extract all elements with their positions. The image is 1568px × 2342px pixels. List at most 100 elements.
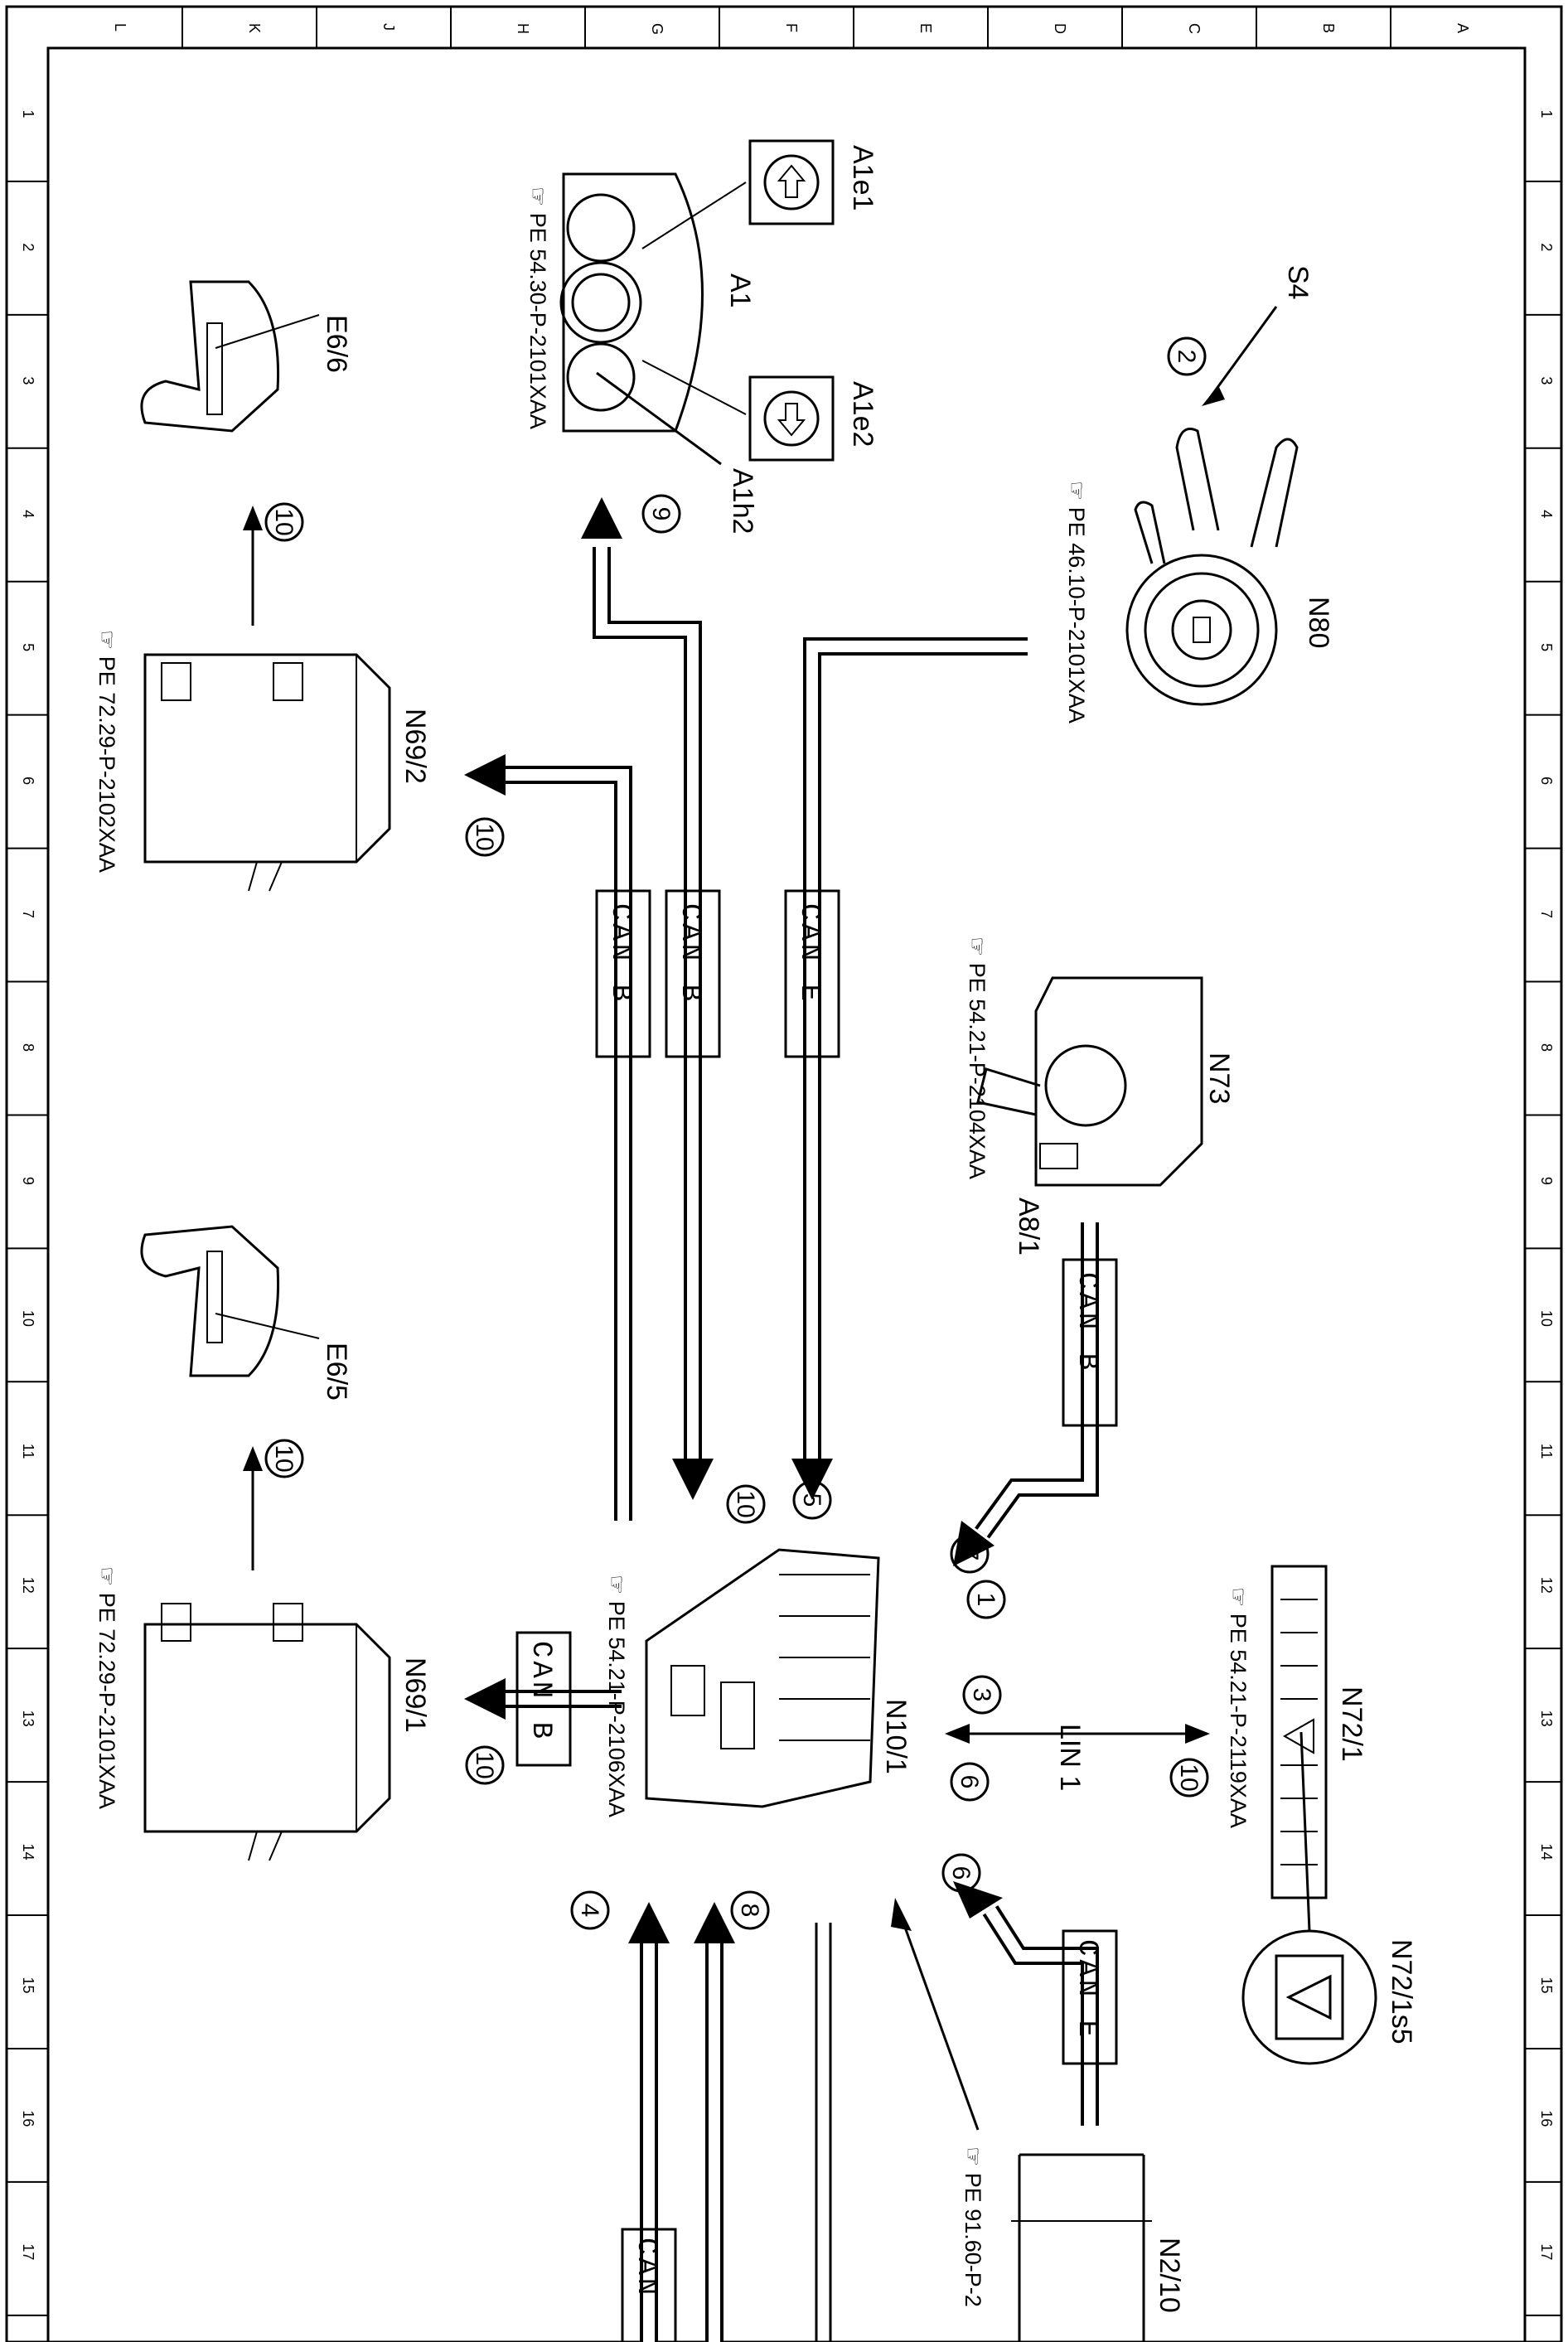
step-number: 6 [947,1866,975,1880]
a1-switch-unit [559,139,835,466]
can-label-bottom: CAN [621,2228,677,2342]
grid-number: 9 [20,1177,36,1185]
n2-10-module [1011,2153,1152,2342]
grid-number: 7 [1538,910,1555,918]
n73-ref: ☞ PE 54.21-P-2104XAA [965,936,990,1179]
grid-number: 3 [20,376,36,385]
n80-module [1125,428,1299,706]
step-marker: 10 [465,817,505,857]
step-marker: 6 [941,1853,981,1893]
grid-letter: F [783,23,800,32]
svg-text:CAN B: CAN B [604,903,636,1004]
grid-number: 10 [20,1310,36,1327]
grid-letter: B [1320,23,1337,33]
step-marker: 10 [726,1484,766,1524]
grid-letter: E [917,23,934,33]
step-number: 9 [647,507,675,521]
n69-1-ref: ☞ PE 72.29-P-2101XAA [94,1566,119,1809]
grid-number: 17 [1538,2243,1555,2260]
n10-1-sam-module [645,1548,880,1808]
grid-number: 10 [1538,1310,1555,1327]
can-label-e-lower: CAN E [1062,1929,1118,2065]
grid-number: 4 [20,510,36,518]
grid-number: 5 [1538,643,1555,651]
n69-2-label: N69/2 [399,709,431,784]
a8-1-label: A8/1 [1013,1198,1044,1256]
grid-number: 6 [20,777,36,785]
step-number: 7 [956,1547,983,1561]
grid-letter: H [515,23,531,34]
grid-number: 13 [20,1711,36,1727]
grid-number: 11 [20,1444,36,1459]
grid-letter: A [1454,23,1471,33]
step-marker: 10 [264,502,304,542]
n69-1-label: N69/1 [399,1657,431,1733]
step-number: 5 [798,1493,825,1507]
step-marker: 2 [1167,336,1207,376]
svg-text:CAN B: CAN B [525,1641,556,1742]
a1-label: A1 [724,273,756,308]
grid-number: 1 [1538,109,1555,118]
step-marker: 10 [264,1439,304,1478]
e6-6-label: E6/6 [321,315,352,373]
n72-1s5-hazard-button [1241,1929,1377,2065]
grid-number: 15 [20,1977,36,1993]
grid-letter: D [1052,23,1068,34]
grid-number: 1 [20,109,36,118]
n10-1-ref: ☞ PE 54.21-P-2106XAA [604,1575,629,1817]
grid-number: 14 [1538,1844,1555,1861]
grid-number: 2 [20,243,36,251]
step-marker: 3 [962,1675,1002,1715]
step-number: 1 [972,1593,999,1607]
grid-number: 3 [1538,376,1555,385]
grid-letter: K [246,23,263,33]
inner-frame [46,46,1527,2342]
a1h2-label: A1h2 [727,468,758,534]
n72-1-ref: ☞ PE 54.21-P-2119XAA [1226,1587,1251,1828]
lin1-label: LIN 1 [1054,1724,1086,1791]
step-marker: 6 [950,1762,990,1802]
grid-number: 17 [20,2243,36,2260]
grid-number: 9 [1538,1177,1555,1185]
grid-number: 6 [1538,777,1555,785]
step-markers: 2 9 10 10 10 10 10 5 7 1 3 6 6 4 8 10 [264,336,1209,1930]
n80-label: N80 [1303,597,1334,648]
e6-6-switch [140,280,320,433]
step-number: 4 [576,1904,603,1918]
e6-5-label: E6/5 [321,1343,352,1401]
wire-bottom-4 [628,1902,670,2342]
step-number: 10 [270,1444,298,1472]
grid-number: 14 [20,1844,36,1861]
svg-text:CAN E: CAN E [1071,1939,1102,2040]
step-number: 2 [1173,350,1200,364]
wire-can-b-a1 [581,497,714,1500]
n72-1-switch-panel [1270,1565,1328,1932]
grid-number: 5 [20,643,36,651]
step-number: 3 [968,1688,995,1702]
grid-number: 2 [1538,243,1555,251]
grid-number: 4 [1538,510,1555,518]
wire-bottom-8 [694,1902,735,2342]
step-marker: 10 [1169,1758,1209,1798]
wire-can-e-n2-10 [953,1881,1099,2126]
grid-letter: G [649,23,665,35]
wire-can-b-n69-1 [464,1678,622,1720]
wire-can-e-n80 [791,637,1028,1500]
a1-ref: ☞ PE 54.30-P-2101XAA [525,186,550,429]
grid-number: 16 [20,2110,36,2127]
step-marker: 10 [465,1745,505,1785]
can-label-b-n69-1: CAN B [515,1631,572,1767]
grid-number: 16 [1538,2110,1555,2127]
step-number: 10 [471,1751,498,1778]
n2-10-label: N2/10 [1154,2238,1185,2313]
arrow-s4 [1208,306,1278,399]
step-number: 8 [736,1904,763,1918]
grid-number: 15 [1538,1977,1555,1993]
n69-2-ref: ☞ PE 72.29-P-2102XAA [94,630,119,873]
svg-text:CAN B: CAN B [1071,1272,1102,1373]
n69-2-door-module [143,653,391,892]
